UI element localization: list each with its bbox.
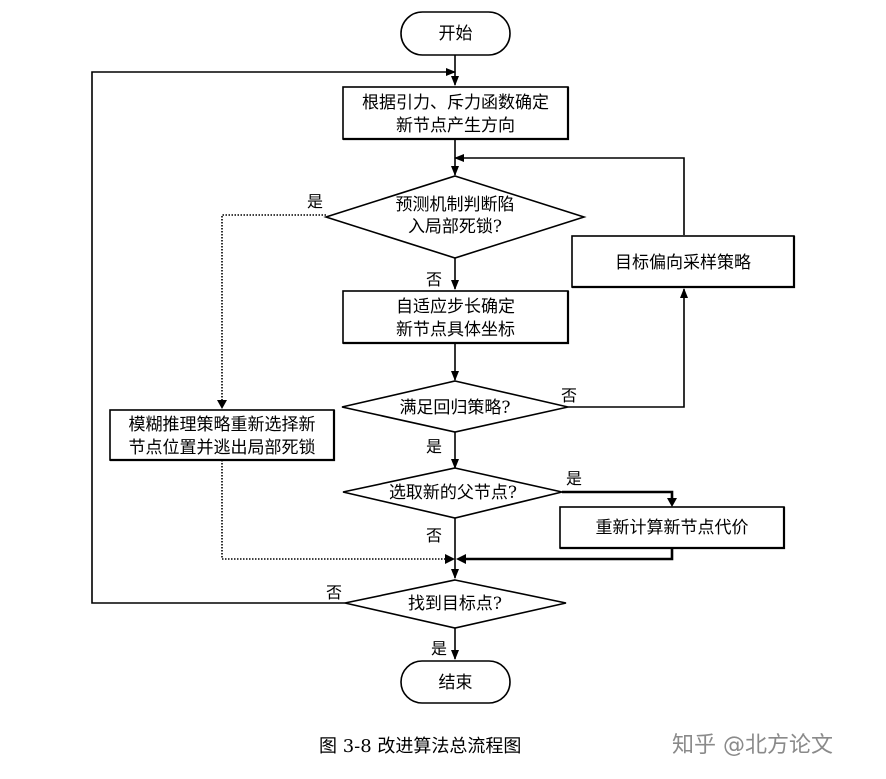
connectors — [91, 55, 688, 660]
direction-process-box: 根据引力、斥力函数确定 新节点产生方向 — [342, 86, 570, 141]
figure-caption: 图 3-8 改进算法总流程图 — [319, 736, 521, 757]
direction-line-1: 根据引力、斥力函数确定 — [362, 93, 549, 113]
parent-node-label: 选取新的父节点? — [389, 483, 517, 503]
goal-found-label: 找到目标点? — [408, 594, 502, 614]
parent-yes-label: 是 — [566, 469, 582, 488]
regression-decision: 满足回归策略? — [341, 380, 569, 433]
recompute-cost-label: 重新计算新节点代价 — [596, 518, 749, 538]
goal-bias-label: 目标偏向采样策略 — [615, 253, 751, 273]
deadlock-yes-label: 是 — [307, 192, 323, 211]
start-terminal: 开始 — [400, 11, 511, 56]
parent-node-decision: 选取新的父节点? — [342, 467, 563, 519]
deadlock-decision: 预测机制判断陷 入局部死锁? — [323, 175, 587, 259]
edge-labels: 是 否 否 是 是 否 否 是 — [307, 192, 582, 658]
deadlock-no-label: 否 — [426, 270, 442, 289]
regression-label: 满足回归策略? — [399, 398, 510, 418]
watermark: 知乎 @北方论文 — [672, 733, 833, 758]
goal-found-decision: 找到目标点? — [344, 579, 567, 629]
goal-found-no-label: 否 — [326, 583, 342, 602]
start-label: 开始 — [439, 24, 473, 44]
regression-yes-label: 是 — [426, 437, 442, 456]
parent-no-label: 否 — [426, 526, 442, 545]
fuzzy-line-1: 模糊推理策略重新选择新 — [129, 415, 316, 435]
fuzzy-reasoning-box: 模糊推理策略重新选择新 节点位置并逃出局部死锁 — [109, 409, 336, 462]
fuzzy-line-2: 节点位置并逃出局部死锁 — [129, 438, 316, 458]
goal-bias-box: 目标偏向采样策略 — [571, 235, 796, 289]
end-label: 结束 — [439, 673, 473, 693]
end-terminal: 结束 — [400, 660, 511, 704]
recompute-cost-box: 重新计算新节点代价 — [559, 506, 786, 550]
adaptive-line-2: 新节点具体坐标 — [396, 320, 515, 340]
deadlock-line-1: 预测机制判断陷 — [396, 195, 515, 215]
adaptive-line-1: 自适应步长确定 — [396, 297, 515, 317]
goal-found-yes-label: 是 — [431, 639, 447, 658]
adaptive-step-box: 自适应步长确定 新节点具体坐标 — [342, 290, 570, 345]
regression-no-label: 否 — [561, 386, 577, 405]
direction-line-2: 新节点产生方向 — [396, 116, 515, 136]
deadlock-line-2: 入局部死锁? — [408, 217, 502, 237]
